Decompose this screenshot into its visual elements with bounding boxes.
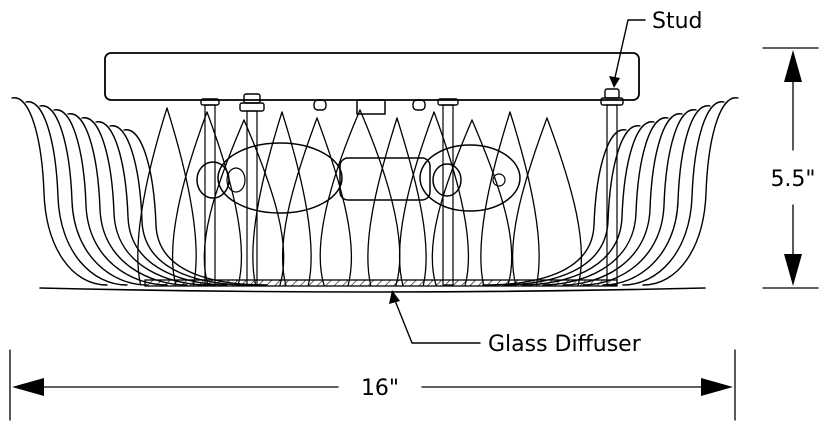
height-arrow-top <box>784 50 802 82</box>
leaf-petal-outer <box>482 129 627 286</box>
leaf-petal <box>137 107 168 286</box>
stud-nut <box>600 97 624 106</box>
leaf-petal <box>511 117 548 286</box>
socket-right-hole <box>492 173 506 187</box>
width-label: 16" <box>361 376 399 401</box>
leaf-petal-outer <box>39 105 148 286</box>
bulb-left <box>217 142 343 214</box>
rod-3-cap <box>313 99 327 111</box>
socket-left-knob <box>196 161 230 199</box>
leaf-petal <box>281 117 318 286</box>
leaf-petal <box>203 119 245 286</box>
canopy-plate <box>104 52 640 101</box>
width-arrow-right <box>701 378 733 396</box>
leaf-petal <box>546 117 583 286</box>
leaf-petal-outer <box>622 101 725 286</box>
leaf-petal-outer <box>81 117 208 286</box>
leaf-petal-outer <box>53 109 168 286</box>
rod-1-shaft <box>204 104 216 286</box>
width-dimension: 16" <box>9 349 736 421</box>
stud-shaft <box>606 104 618 286</box>
leaf-petal <box>509 111 540 286</box>
width-arrow-left <box>12 378 44 396</box>
socket-right-knob <box>432 163 462 197</box>
leaf-petal-outer <box>109 125 248 286</box>
diffuser-leader-line <box>393 297 481 344</box>
leaf-petal <box>206 111 243 286</box>
rod-2-cap <box>243 93 261 104</box>
socket-left-knob-inner <box>226 167 246 193</box>
rod-2-shaft <box>246 110 258 286</box>
leaf-petal-outer <box>67 113 188 286</box>
height-label: 5.5" <box>770 167 815 192</box>
diffuser-callout: Glass Diffuser <box>389 290 642 357</box>
leaf-petal-outer <box>502 125 641 286</box>
leaf-petal <box>166 107 197 286</box>
leaf-petal-outer <box>562 113 683 286</box>
rod-2-nut <box>239 102 265 112</box>
rods <box>200 88 624 286</box>
leaf-petal-outer <box>522 121 655 286</box>
leaf-petal <box>367 117 398 286</box>
stud-leader-line <box>613 19 646 83</box>
leaf-petal <box>319 109 361 286</box>
leaf-petal <box>480 111 511 286</box>
leaf-petal <box>281 111 312 286</box>
petal-base-rim <box>39 287 706 293</box>
leaf-petal <box>316 117 353 286</box>
leaf-petal <box>431 119 473 286</box>
height-arrow-bottom <box>784 254 802 286</box>
leaf-petal <box>359 109 401 286</box>
bulb-right <box>419 144 521 212</box>
stud-callout: Stud <box>609 9 703 88</box>
stud-leader-arrow <box>609 76 620 88</box>
leaf-petals <box>11 97 739 293</box>
diffuser-leader-arrow <box>389 290 400 304</box>
stud-cap <box>604 88 620 99</box>
diffuser-label: Glass Diffuser <box>488 332 642 357</box>
leaf-petal <box>433 111 470 286</box>
leaf-petal <box>398 111 435 286</box>
leaf-petal <box>252 111 283 286</box>
leaf-petal-outer <box>542 117 669 286</box>
leaf-petal-outer <box>582 109 697 286</box>
rod-4-cap <box>412 99 426 111</box>
leaf-petal <box>471 119 513 286</box>
leaf-petal-outer <box>602 105 711 286</box>
leaf-petal-outer <box>95 121 228 286</box>
leaf-petal-outer <box>642 97 739 286</box>
center-hub <box>356 99 386 115</box>
leaf-petal <box>396 117 427 286</box>
leaf-petal-outer <box>123 129 268 286</box>
leaf-petal-outer <box>25 101 128 286</box>
height-dimension: 5.5" <box>762 47 819 289</box>
bulbs <box>196 142 521 214</box>
leaf-petal-outer <box>11 97 108 286</box>
stud-label: Stud <box>652 9 703 34</box>
